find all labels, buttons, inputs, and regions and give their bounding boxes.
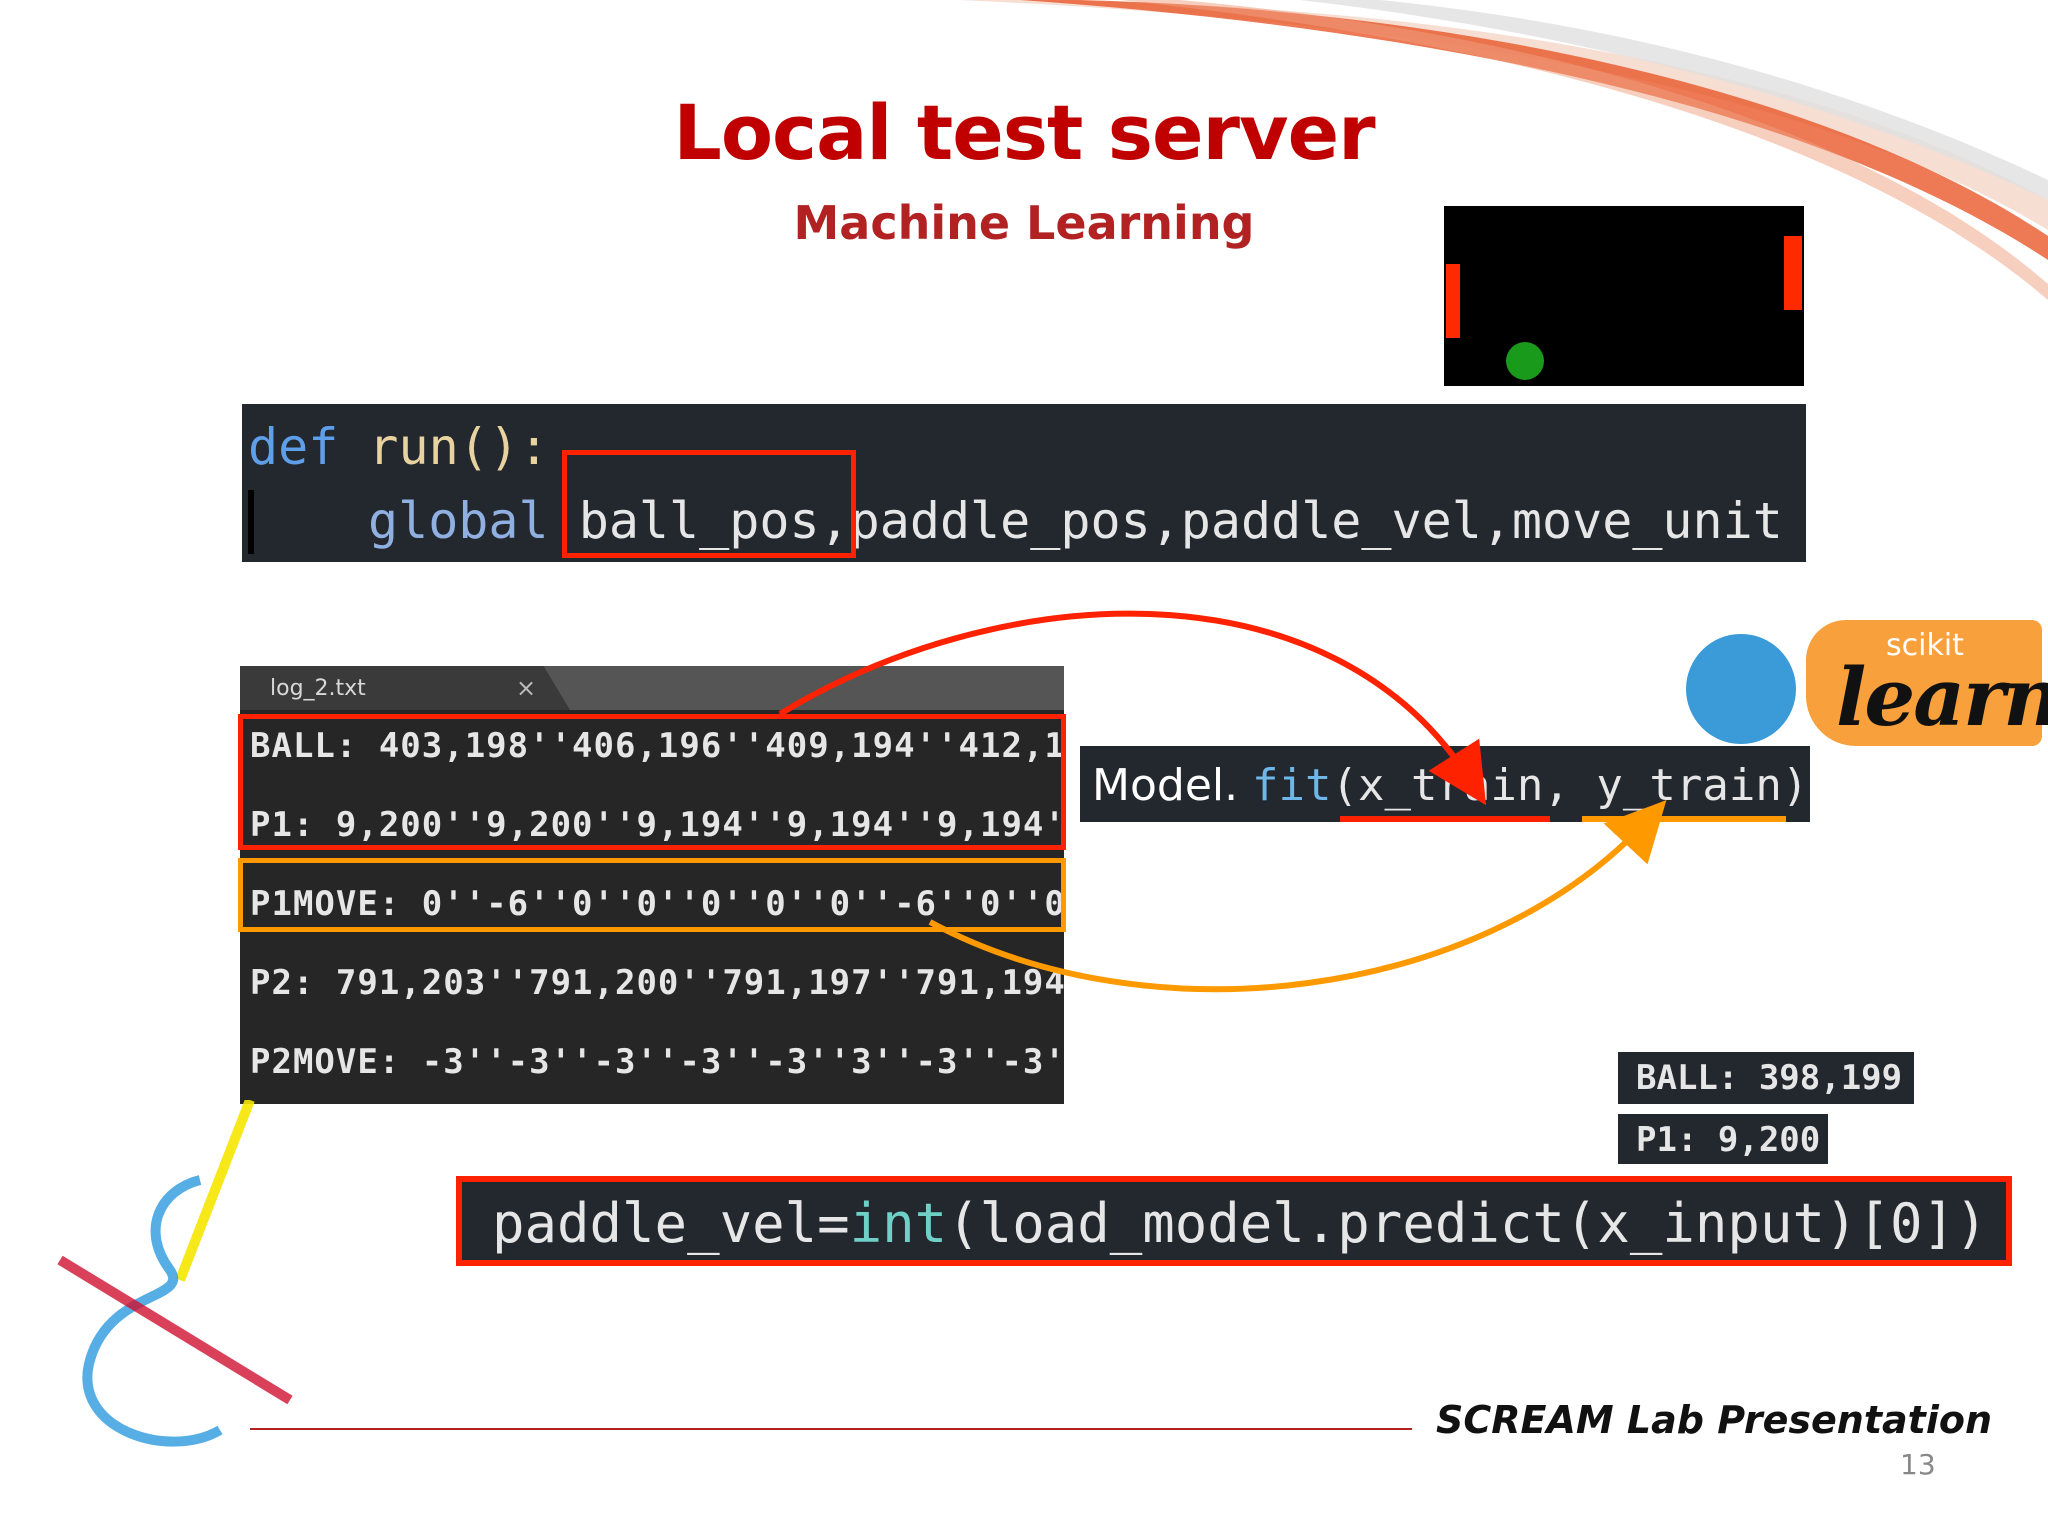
predict-int: int: [849, 1192, 948, 1255]
model-fit-code: Model. fit(x_train, y_train): [1080, 746, 1810, 822]
y-train-highlight: [238, 858, 1066, 932]
fit-function: fit: [1252, 760, 1332, 811]
predict-code: paddle_vel=int(load_model.predict(x_inpu…: [456, 1176, 2012, 1266]
game-ball: [1506, 342, 1544, 380]
log-tab-title: log_2.txt: [270, 676, 366, 701]
ball-sample-box: BALL: 398,199: [1618, 1052, 1914, 1104]
code-line-global: global ball_pos,paddle_pos,paddle_vel,mo…: [368, 492, 1783, 550]
footer-divider: [250, 1428, 1412, 1430]
log-tab-bar: log_2.txt ×: [240, 666, 1064, 710]
pong-game-preview: [1444, 206, 1804, 386]
close-icon[interactable]: ×: [516, 674, 537, 702]
fit-arguments: (x_train, y_train): [1331, 760, 1809, 811]
slide-title: Local test server: [673, 88, 1375, 177]
footer-label: SCREAM Lab Presentation: [1436, 1398, 1993, 1442]
page-number: 13: [1900, 1448, 1936, 1481]
ball-pos-highlight: [562, 450, 856, 558]
predict-call: (load_model.predict(x_input)[0]): [947, 1192, 1988, 1255]
left-paddle: [1446, 264, 1460, 338]
keyword-def: def: [248, 418, 339, 476]
sklearn-scikit-text: scikit: [1886, 628, 1964, 663]
sklearn-learn-text: learn: [1836, 650, 2048, 744]
y-train-underline: [1582, 816, 1786, 822]
predict-line: paddle_vel=int(load_model.predict(x_inpu…: [492, 1192, 1988, 1255]
code-gutter: [248, 490, 254, 554]
predict-assign: paddle_vel=: [492, 1192, 850, 1255]
right-paddle: [1784, 236, 1802, 310]
x-train-underline: [1340, 816, 1550, 822]
log-line-p2: P2: 791,203''791,200''791,197''791,194': [250, 963, 1064, 1003]
x-train-highlight: [238, 714, 1066, 850]
p1-sample-box: P1: 9,200: [1618, 1114, 1828, 1164]
run-function-code: def run(): global ball_pos,paddle_pos,pa…: [242, 404, 1806, 562]
function-signature: run():: [338, 418, 550, 476]
log-tab[interactable]: log_2.txt ×: [240, 666, 570, 710]
global-variables: ball_pos,paddle_pos,paddle_vel,move_unit: [548, 492, 1783, 550]
sklearn-blue-circle: [1686, 634, 1796, 744]
fit-call: fit(x_train, y_train): [1252, 760, 1808, 811]
scikit-learn-logo: scikit learn: [1686, 620, 2048, 750]
model-label: Model.: [1092, 760, 1239, 811]
code-line-def: def run():: [248, 418, 549, 476]
slide-subtitle: Machine Learning: [793, 196, 1255, 250]
keyword-global: global: [368, 492, 549, 550]
log-line-p2move: P2MOVE: -3''-3''-3''-3''-3''3''-3''-3'': [250, 1042, 1064, 1082]
sklearn-orange-shape: [1806, 620, 2042, 746]
scream-lab-logo: [57, 1100, 293, 1447]
